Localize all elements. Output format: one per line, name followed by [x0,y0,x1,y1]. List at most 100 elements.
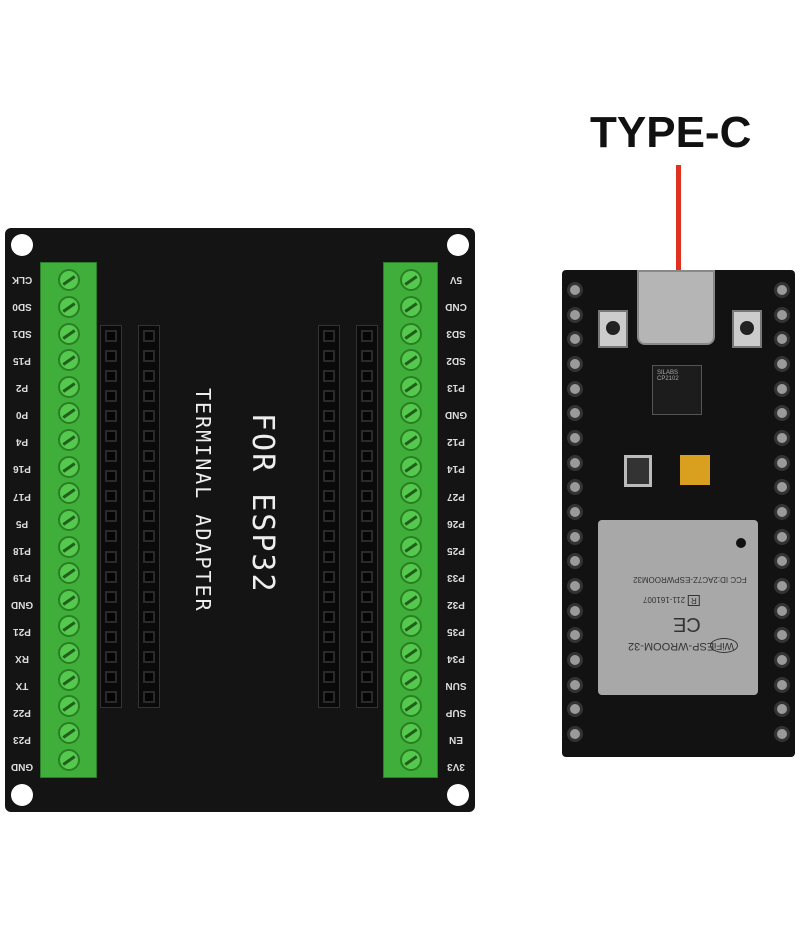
terminal-screw [399,695,422,718]
pin-label: P26 [447,517,465,529]
header-pin [567,627,583,644]
header-socket [323,550,335,563]
header-socket [323,350,335,363]
female-header [100,325,122,708]
header-socket [323,530,335,543]
header-pin [774,282,790,298]
header-pin [567,380,583,397]
header-socket [105,470,117,483]
header-socket [361,490,373,503]
header-socket [361,450,373,463]
terminal-screw [399,748,422,771]
header-socket [361,550,373,563]
module-dot [736,538,746,548]
header-socket [105,350,117,363]
header-socket [361,330,373,343]
header-socket [323,370,335,383]
terminal-screw [399,508,422,531]
header-pin [567,701,583,718]
header-socket [105,490,117,503]
pin-label: SUN [445,679,467,691]
header-pin [567,651,583,668]
type-c-label: TYPE-C [590,108,752,157]
right-pin-header [774,282,790,742]
terminal-screw [57,721,80,744]
pin-label: EN [449,733,463,745]
terminal-screw [57,668,80,691]
header-socket [323,470,335,483]
header-socket [323,510,335,523]
female-header [318,325,340,708]
header-pin [567,528,583,545]
pin-label: P15 [13,355,31,367]
terminal-screw [399,295,422,318]
header-socket [361,370,373,383]
pin-label: P18 [13,544,31,556]
header-socket [143,510,155,523]
esp-wroom-32-module: FCC ID:2AC7Z-ESPWROOM32 211-161007 R CE … [598,520,758,695]
header-socket [143,330,155,343]
header-socket [105,690,117,703]
header-pin [774,651,790,668]
header-socket [361,610,373,623]
header-pin [774,405,790,422]
pin-label: SD0 [12,301,32,313]
header-socket [105,530,117,543]
header-socket [361,470,373,483]
pin-label: P12 [447,436,465,448]
terminal-screw [399,455,422,478]
header-socket [143,350,155,363]
header-pin [774,528,790,545]
header-socket [143,670,155,683]
terminal-screw [57,695,80,718]
header-socket [323,590,335,603]
terminal-screw [399,642,422,665]
terminal-screw [57,349,80,372]
header-socket [105,450,117,463]
pin-label: CLK [11,274,33,286]
female-header [356,325,378,708]
boot-button[interactable] [598,310,628,348]
pin-label: P32 [447,598,465,610]
header-socket [143,630,155,643]
header-socket [361,590,373,603]
pin-label: P4 [15,436,29,448]
terminal-screw [399,615,422,638]
header-socket [323,650,335,663]
pin-label: 3V3 [447,760,465,772]
header-socket [143,550,155,563]
mount-hole [11,234,33,256]
header-socket [323,390,335,403]
terminal-screw [399,375,422,398]
terminal-screw [399,562,422,585]
header-socket [361,390,373,403]
module-name: ESP-WROOM-32 [628,640,715,652]
header-socket [143,530,155,543]
header-pin [567,479,583,496]
header-socket [323,610,335,623]
pin-label: P34 [447,652,465,664]
header-socket [143,610,155,623]
left-pin-header [567,282,583,742]
pin-label: P25 [447,544,465,556]
terminal-screw [57,615,80,638]
terminal-screw [399,588,422,611]
pin-label: P2 [15,382,29,394]
header-pin [567,429,583,446]
pin-label: GND [444,409,468,421]
header-pin [774,701,790,718]
header-pin [567,602,583,619]
usb-c-port[interactable] [637,270,715,345]
cert-number: 211-161007 [643,595,686,604]
header-socket [105,390,117,403]
reset-button[interactable] [732,310,762,348]
header-socket [105,410,117,423]
header-socket [143,430,155,443]
pin-label: SUP [445,706,467,718]
chip-label: SILABS CP2102 [657,370,679,382]
terminal-screw [57,562,80,585]
pin-label: SD3 [446,328,466,340]
header-socket [143,650,155,663]
mount-hole [11,784,33,806]
fcc-id: FCC ID:2AC7Z-ESPWROOM32 [633,575,747,584]
